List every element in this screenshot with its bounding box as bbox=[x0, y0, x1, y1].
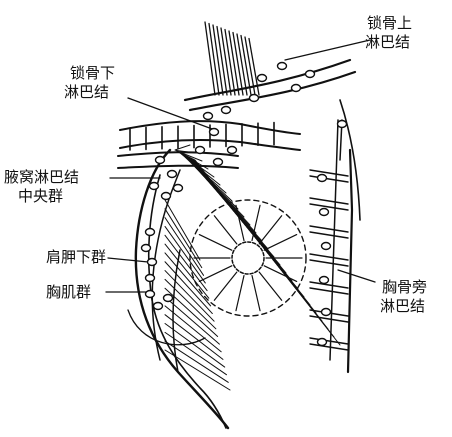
lymph-node bbox=[208, 127, 220, 137]
lymph-node bbox=[220, 105, 232, 115]
lymph-node bbox=[248, 93, 260, 103]
lymph-node bbox=[304, 69, 316, 79]
lymph-node bbox=[318, 275, 330, 285]
leader-supraclavicular bbox=[284, 39, 371, 61]
lymph-node bbox=[226, 145, 238, 155]
label-parasternal-line1: 胸骨旁 bbox=[382, 278, 428, 296]
lymph-node bbox=[320, 307, 332, 317]
lymph-node bbox=[152, 301, 164, 311]
lymph-node bbox=[336, 119, 348, 129]
lymph-node bbox=[202, 111, 214, 121]
leader-subscapular bbox=[107, 257, 149, 263]
clavicle bbox=[183, 58, 357, 112]
sternum-border bbox=[346, 148, 354, 374]
lymph-node bbox=[144, 227, 156, 237]
lymph-flow-arrow bbox=[127, 309, 206, 346]
lymph-node bbox=[144, 289, 156, 299]
label-infraclavicular-line1: 锁骨下 bbox=[70, 64, 116, 82]
axillary-vessels bbox=[117, 120, 301, 169]
lymph-node bbox=[140, 243, 152, 253]
label-parasternal-line2: 淋巴结 bbox=[380, 297, 426, 315]
lymph-node bbox=[316, 337, 328, 347]
lymph-node bbox=[146, 257, 158, 267]
lymph-node bbox=[318, 207, 330, 217]
lymph-node bbox=[160, 191, 172, 201]
label-parasternal: 胸骨旁 淋巴结 bbox=[380, 278, 428, 316]
label-infraclavicular: 锁骨下 淋巴结 bbox=[64, 64, 115, 102]
leader-lines bbox=[105, 39, 376, 346]
label-subscapular: 肩胛下群 bbox=[46, 248, 106, 267]
label-axillary-central-line2: 中央群 bbox=[18, 187, 64, 205]
lymph-node bbox=[148, 181, 160, 191]
lymph-node bbox=[172, 183, 184, 193]
label-subscapular-text: 肩胛下群 bbox=[46, 248, 107, 266]
lymph-node bbox=[290, 83, 302, 93]
label-axillary-central-line1: 腋窝淋巴结 bbox=[4, 168, 80, 186]
label-pectoral-text: 胸肌群 bbox=[46, 283, 92, 301]
leader-parasternal bbox=[337, 269, 376, 283]
leader-infraclavicular bbox=[127, 97, 216, 131]
body-outline bbox=[134, 148, 230, 430]
lymphatic-vessels bbox=[151, 119, 343, 373]
lymph-node bbox=[144, 273, 156, 283]
label-axillary-central: 腋窝淋巴结 中央群 bbox=[4, 168, 79, 206]
chest-right-edge bbox=[339, 99, 361, 221]
breast-outline bbox=[189, 199, 307, 317]
pectoral-muscle bbox=[164, 144, 341, 391]
lymph-node bbox=[256, 73, 268, 83]
lymph-node bbox=[154, 155, 166, 165]
label-infraclavicular-line2: 淋巴结 bbox=[64, 83, 110, 101]
areola bbox=[231, 241, 265, 275]
neck-muscle bbox=[204, 21, 260, 96]
lymph-node bbox=[166, 169, 178, 179]
label-supraclavicular-line2: 淋巴结 bbox=[365, 33, 411, 51]
lymph-node bbox=[162, 293, 174, 303]
label-pectoral: 胸肌群 bbox=[46, 283, 91, 302]
lymph-node bbox=[212, 157, 224, 167]
lymph-node bbox=[276, 61, 288, 71]
label-supraclavicular-line1: 锁骨上 bbox=[367, 14, 413, 32]
lymph-nodes bbox=[140, 61, 348, 347]
label-supraclavicular: 锁骨上 淋巴结 bbox=[365, 14, 413, 52]
breast-ducts bbox=[193, 204, 303, 312]
lymph-node bbox=[316, 173, 328, 183]
lymph-node bbox=[320, 241, 332, 251]
ribs bbox=[309, 169, 349, 351]
vessel-rings bbox=[129, 121, 275, 151]
lymph-node bbox=[194, 145, 206, 155]
